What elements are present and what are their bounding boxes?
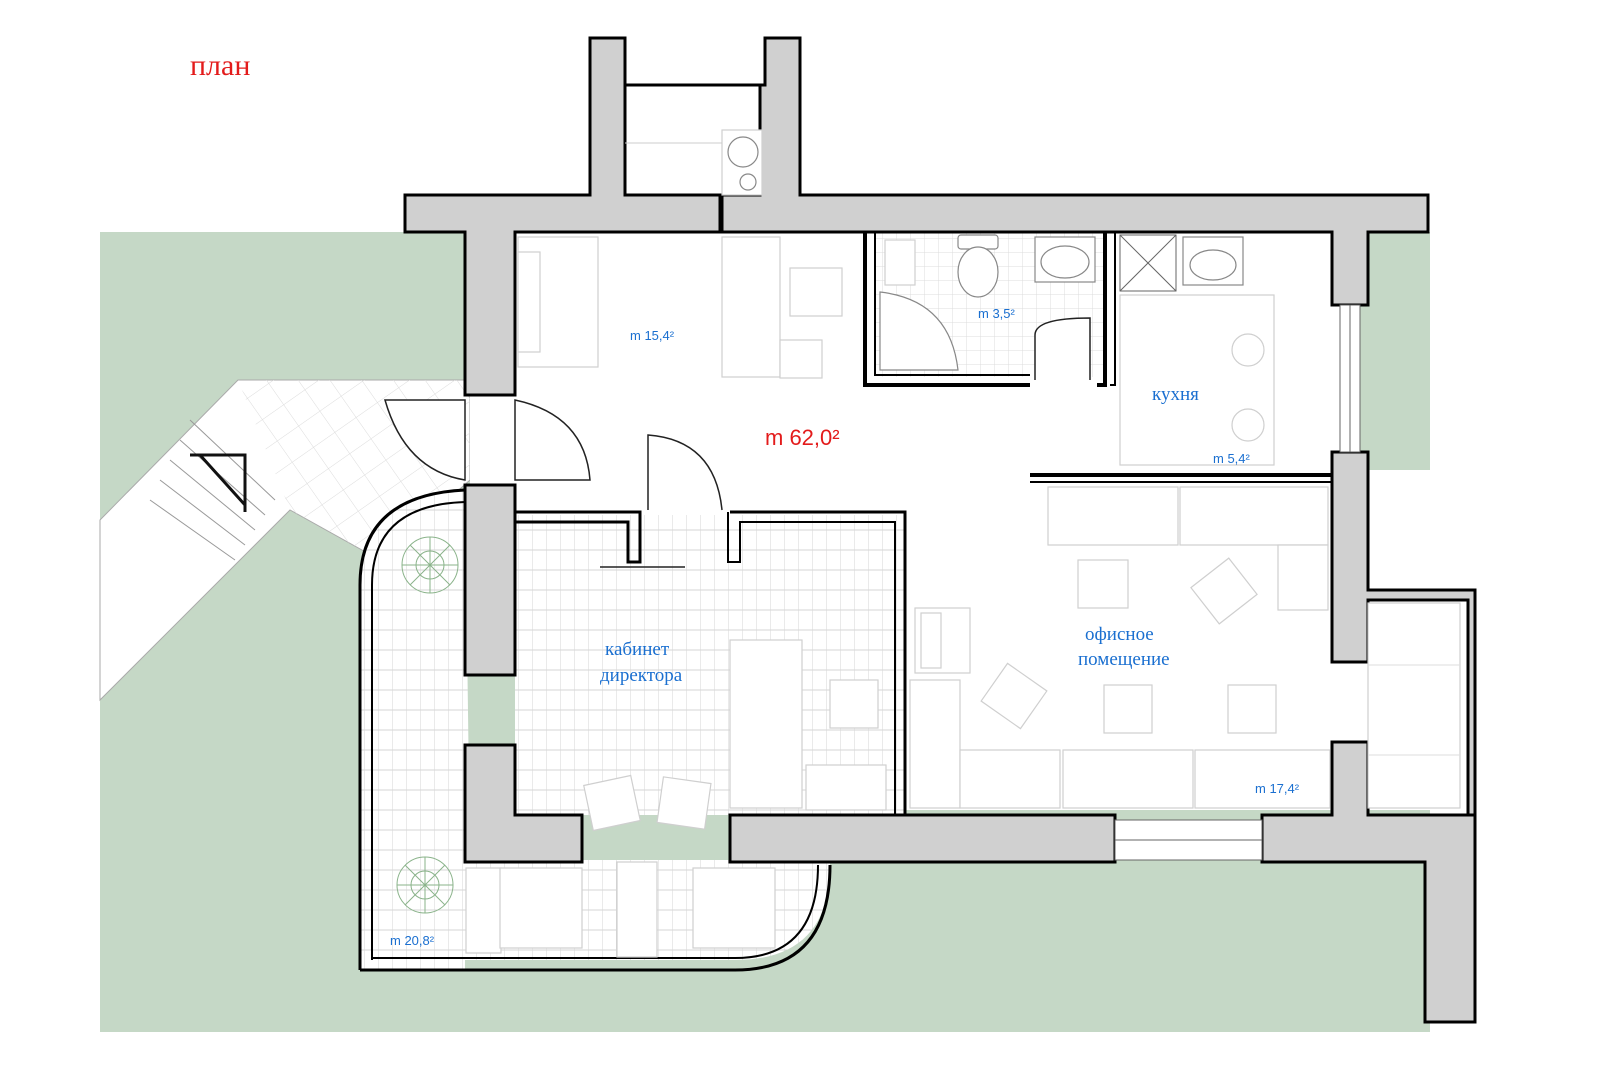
kitchen-counter-top bbox=[625, 129, 763, 196]
bathroom-area-label: m 3,5² bbox=[978, 306, 1016, 321]
shower-icon bbox=[879, 291, 959, 371]
office-name-line1: офисное bbox=[1085, 624, 1154, 645]
director-name-line1: кабинет bbox=[605, 639, 670, 660]
lounge-seating bbox=[465, 861, 776, 958]
office-name-line2: помещение bbox=[1078, 649, 1170, 670]
kitchen-name: кухня bbox=[1152, 384, 1199, 405]
director-desk bbox=[729, 639, 887, 811]
toilet-icon bbox=[957, 234, 999, 298]
office-area-label: m 17,4² bbox=[1255, 781, 1300, 796]
bay-window-wall bbox=[358, 488, 832, 972]
window bbox=[1114, 819, 1263, 861]
office-door[interactable] bbox=[647, 434, 723, 511]
office-chair bbox=[980, 557, 1277, 734]
total-area: m 62,0² bbox=[765, 425, 840, 450]
plan-title: план bbox=[190, 49, 250, 82]
sofa bbox=[517, 236, 599, 368]
armchair bbox=[583, 774, 712, 832]
office-desks bbox=[909, 486, 1461, 809]
walls bbox=[403, 36, 1477, 1024]
stairs bbox=[149, 419, 276, 561]
kitchen-area-label: m 5,4² bbox=[1213, 451, 1251, 466]
kitchen-table bbox=[1119, 294, 1275, 466]
plant-icon bbox=[396, 856, 454, 914]
plant-icon bbox=[401, 536, 459, 594]
stair-arrow-icon bbox=[190, 453, 247, 512]
entrance-door[interactable] bbox=[384, 399, 591, 481]
bathroom-door[interactable] bbox=[1034, 317, 1091, 380]
entrance-area-label: m 15,4² bbox=[630, 328, 675, 343]
desk bbox=[721, 236, 843, 379]
partitions bbox=[515, 232, 1332, 815]
kitchen-vent-icon bbox=[1119, 234, 1177, 292]
director-area-label: m 20,8² bbox=[390, 933, 435, 948]
window bbox=[1339, 304, 1361, 453]
washer bbox=[884, 239, 916, 286]
sink-icon bbox=[1034, 236, 1096, 283]
director-name-line2: директора bbox=[600, 665, 683, 686]
kitchen-sink-icon bbox=[1182, 236, 1244, 286]
